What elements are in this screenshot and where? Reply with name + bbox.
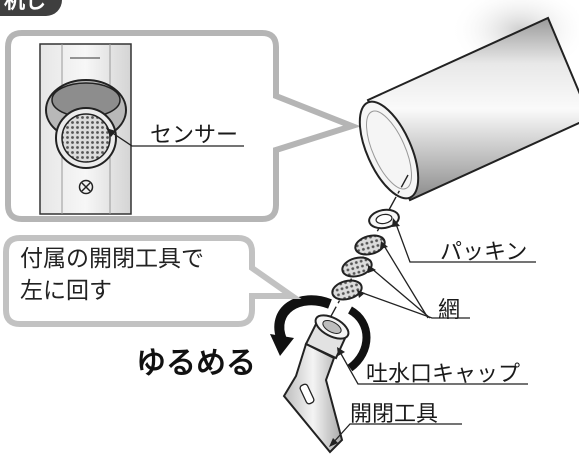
packing-label: パッキン xyxy=(440,240,528,265)
loosen-label: ゆるめる xyxy=(136,346,256,381)
mesh-filters xyxy=(331,234,386,301)
opening-tool xyxy=(282,342,344,454)
tool-label: 開閉工具 xyxy=(350,402,439,427)
mesh-label: 網 xyxy=(438,298,461,323)
section-tab: 机し用 xyxy=(0,0,62,16)
packing-ring xyxy=(368,208,400,230)
instruction-callout xyxy=(3,235,302,327)
faucet-spout xyxy=(358,0,579,202)
sensor-label: センサー xyxy=(150,123,239,148)
rotation-arrow xyxy=(270,295,371,372)
callout-line-2: 左に回す xyxy=(20,278,112,304)
callout-line-1: 付属の開閉工具で xyxy=(20,246,204,272)
spout-cap-label: 吐水口キャップ xyxy=(366,362,521,387)
sensor-detail-panel xyxy=(5,30,361,222)
